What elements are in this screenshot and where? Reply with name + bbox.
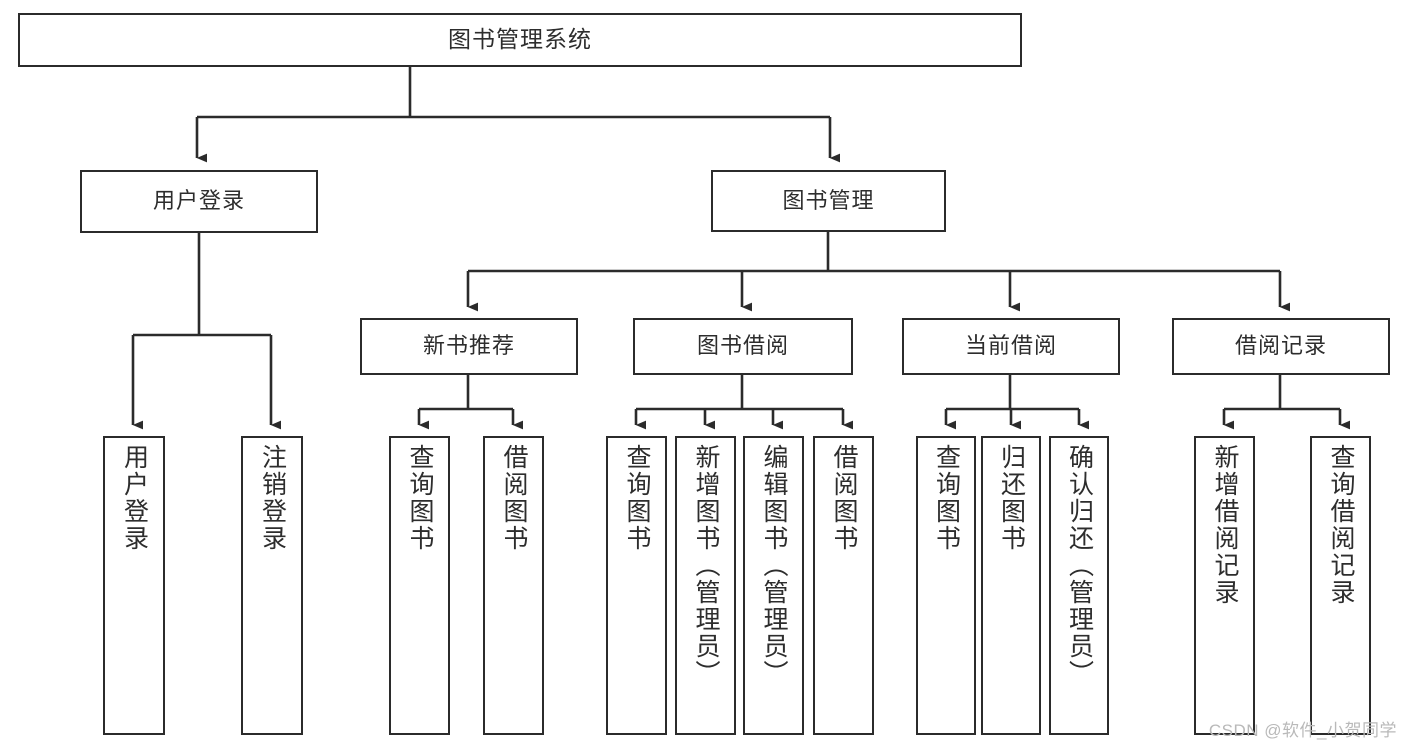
node-label: 当前借阅: [964, 333, 1057, 359]
node-new-book-recommend[interactable]: 新书推荐: [360, 318, 578, 375]
node-label: 图书管理系统: [448, 26, 592, 53]
node-label: 借阅图书: [500, 444, 528, 552]
node-book-management[interactable]: 图书管理: [711, 170, 946, 232]
leaf-user-login-signin[interactable]: 用户登录: [103, 436, 165, 735]
leaf-user-login-logout[interactable]: 注销登录: [241, 436, 303, 735]
node-label: 新增图书（管理员）: [692, 444, 720, 687]
node-label: 确认归还（管理员）: [1065, 444, 1094, 687]
node-label: 用户登录: [120, 444, 149, 552]
leaf-new-book-borrow[interactable]: 借阅图书: [483, 436, 544, 735]
node-book-borrow[interactable]: 图书借阅: [633, 318, 853, 375]
node-label: 图书借阅: [696, 333, 789, 359]
csdn-watermark: CSDN @软件_小贺同学: [1208, 721, 1397, 740]
node-label: 查询图书: [932, 444, 961, 552]
node-label: 新增借阅记录: [1211, 444, 1239, 606]
leaf-current-borrow-query[interactable]: 查询图书: [916, 436, 976, 735]
leaf-book-borrow-query[interactable]: 查询图书: [606, 436, 667, 735]
node-label: 查询借阅记录: [1327, 444, 1355, 606]
node-user-login[interactable]: 用户登录: [80, 170, 318, 233]
leaf-book-borrow-edit[interactable]: 编辑图书（管理员）: [743, 436, 804, 735]
leaf-borrow-record-query[interactable]: 查询借阅记录: [1310, 436, 1371, 735]
node-borrow-record[interactable]: 借阅记录: [1172, 318, 1390, 375]
leaf-new-book-query[interactable]: 查询图书: [389, 436, 450, 735]
node-label: 查询图书: [623, 444, 651, 552]
leaf-book-borrow-lend[interactable]: 借阅图书: [813, 436, 874, 735]
leaf-current-borrow-return[interactable]: 归还图书: [981, 436, 1041, 735]
leaf-current-borrow-confirm[interactable]: 确认归还（管理员）: [1049, 436, 1109, 735]
node-current-borrow[interactable]: 当前借阅: [902, 318, 1120, 375]
leaf-book-borrow-add[interactable]: 新增图书（管理员）: [675, 436, 736, 735]
node-label: 查询图书: [406, 444, 434, 552]
node-label: 归还图书: [997, 444, 1026, 552]
node-label: 借阅图书: [830, 444, 858, 552]
node-label: 编辑图书（管理员）: [760, 444, 788, 687]
node-label: 用户登录: [152, 188, 245, 214]
node-label: 新书推荐: [422, 333, 515, 359]
node-label: 图书管理: [782, 187, 875, 213]
node-root-system[interactable]: 图书管理系统: [18, 13, 1022, 67]
leaf-borrow-record-add[interactable]: 新增借阅记录: [1194, 436, 1255, 735]
node-label: 借阅记录: [1234, 333, 1327, 359]
node-label: 注销登录: [258, 444, 287, 552]
